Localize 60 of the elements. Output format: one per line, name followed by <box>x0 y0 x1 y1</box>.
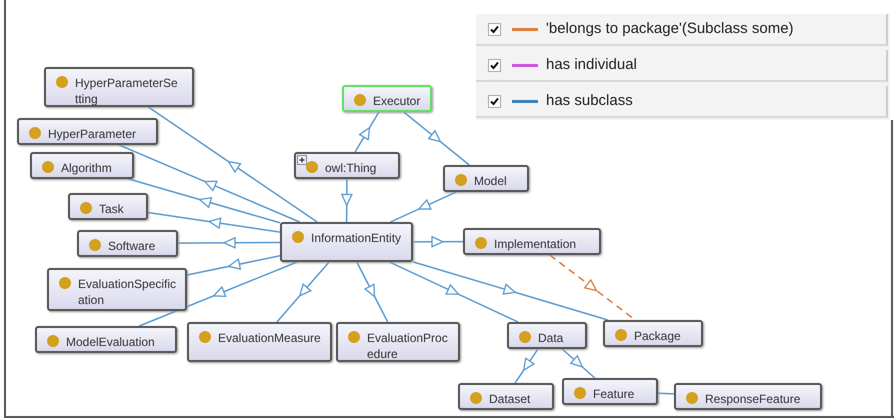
class-name: HyperParameter <box>48 126 136 142</box>
arrow <box>276 262 330 322</box>
class-box <box>603 320 703 347</box>
class-name: EvaluationProcedure <box>367 330 449 362</box>
arrow <box>356 262 388 322</box>
arrow <box>412 261 608 321</box>
class-box <box>35 326 177 353</box>
class-box <box>342 85 432 112</box>
class-name: Dataset <box>489 391 530 408</box>
class-name: Software <box>108 238 156 254</box>
class-name: Task <box>99 201 124 218</box>
class-box <box>507 322 587 349</box>
class-box <box>17 118 158 145</box>
class-box <box>68 193 148 220</box>
class-box <box>187 322 332 362</box>
arrow <box>389 261 518 323</box>
class-name: ResponseFeature <box>705 391 800 408</box>
class-box <box>336 322 460 362</box>
class-name: Implementation <box>494 236 576 252</box>
class-box <box>30 152 134 179</box>
class-box <box>463 228 601 255</box>
arrow <box>341 179 352 222</box>
class-box <box>458 383 554 410</box>
class-name: Data <box>538 330 564 346</box>
class-name: HyperParameterSetting <box>75 75 179 108</box>
arrow <box>514 348 539 384</box>
arrow <box>139 261 298 327</box>
class-name: Feature <box>593 386 634 402</box>
class-name: EvaluationSpecification <box>78 276 178 308</box>
class-box <box>77 230 178 257</box>
legend-text: has subclass <box>546 92 633 109</box>
connector-line <box>658 392 674 395</box>
arrow <box>413 236 463 248</box>
class-box <box>674 383 822 410</box>
class-name: EvaluationMeasure <box>218 330 322 346</box>
legend-text: 'belongs to package'(Subclass some) <box>546 20 794 37</box>
class-box <box>443 165 529 192</box>
class-box <box>294 152 400 179</box>
arrow <box>186 255 280 276</box>
class-box <box>47 268 187 311</box>
class-box <box>280 222 413 262</box>
class-name: InformationEntity <box>311 230 402 246</box>
class-name: owl:Thing <box>325 160 376 176</box>
class-name: Algorithm <box>61 160 112 176</box>
legend-text: has individual <box>546 56 637 73</box>
arrow <box>148 212 280 233</box>
class-name: Executor <box>373 93 420 110</box>
arrow <box>562 348 596 379</box>
class-name: ModelEvaluation <box>66 334 155 350</box>
arrow <box>178 237 280 248</box>
arrow <box>128 178 280 224</box>
class-name: Model <box>474 173 507 190</box>
arrow <box>403 111 470 166</box>
arrow <box>390 191 457 223</box>
class-name: Package <box>634 328 681 344</box>
class-box <box>44 67 194 107</box>
class-box <box>562 378 658 405</box>
arrow <box>354 112 380 152</box>
arrow <box>118 144 300 223</box>
arrow <box>148 106 318 223</box>
